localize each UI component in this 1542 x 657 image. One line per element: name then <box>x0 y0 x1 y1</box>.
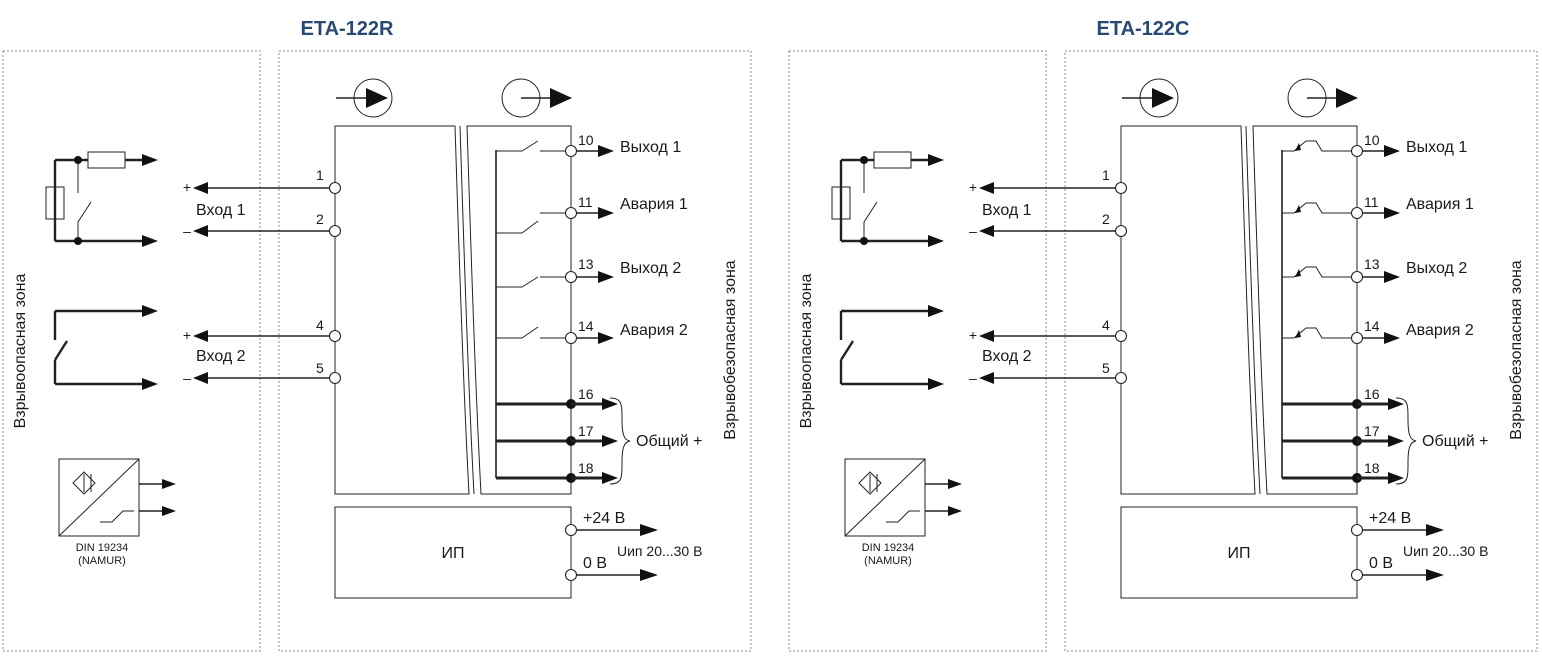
terminals <box>1114 144 1364 582</box>
input-2-minus-sign: – <box>969 370 977 386</box>
hazardous-zone-label: Взрывоопасная зона <box>12 274 29 429</box>
terminals <box>328 144 578 582</box>
terminal-14-label: 14 <box>578 318 594 334</box>
output-2-label: Выход 2 <box>620 260 681 277</box>
common-plus-label: Общий + <box>636 433 702 450</box>
terminal-10-label: 10 <box>578 132 594 148</box>
input-1-minus-sign: – <box>969 223 977 239</box>
input-1-plus-sign: + <box>183 179 191 195</box>
supply-voltage-label: Uип 20...30 В <box>617 543 702 559</box>
sensor-namur-label: (NAMUR) <box>864 555 912 567</box>
safe-zone-label: Взрывобезопасная зона <box>722 260 739 440</box>
input-2-plus-sign: + <box>183 327 191 343</box>
terminal-18-label: 18 <box>1364 460 1380 476</box>
alarm-2-label: Авария 2 <box>1406 322 1474 339</box>
terminal-10-label: 10 <box>1364 132 1380 148</box>
input-2-label: Вход 2 <box>196 348 246 365</box>
input-1-label: Вход 1 <box>196 202 246 219</box>
power-plus-label: +24 В <box>1369 510 1411 527</box>
output-1-label: Выход 1 <box>620 139 681 156</box>
terminal-1-label: 1 <box>1102 167 1110 183</box>
panel-title: ETA-122C <box>1097 18 1190 40</box>
terminal-11-label: 11 <box>578 194 593 210</box>
supply-voltage-label: Uип 20...30 В <box>1403 543 1488 559</box>
input-1-minus-sign: – <box>183 223 191 239</box>
sensor-namur-label: (NAMUR) <box>78 555 126 567</box>
terminal-14-label: 14 <box>1364 318 1380 334</box>
terminal-1-label: 1 <box>316 167 324 183</box>
hazardous-zone-label: Взрывоопасная зона <box>798 274 815 429</box>
input-2-minus-sign: – <box>183 370 191 386</box>
terminal-4-label: 4 <box>1102 317 1110 333</box>
terminal-2-label: 2 <box>316 211 324 227</box>
power-zero-label: 0 В <box>1369 555 1393 572</box>
alarm-1-label: Авария 1 <box>1406 196 1474 213</box>
alarm-1-label: Авария 1 <box>620 196 688 213</box>
terminal-13-label: 13 <box>1364 256 1380 272</box>
terminal-13-label: 13 <box>578 256 594 272</box>
terminal-5-label: 5 <box>1102 360 1110 376</box>
input-1-plus-sign: + <box>969 179 977 195</box>
terminal-2-label: 2 <box>1102 211 1110 227</box>
sensor-standard-label: DIN 19234 <box>862 542 915 554</box>
sensor-standard-label: DIN 19234 <box>76 542 129 554</box>
power-plus-label: +24 В <box>583 510 625 527</box>
panel-eta-122r: ETA-122R Взрывоопасная зона Взрывобезопа… <box>1 18 753 653</box>
common-plus-label: Общий + <box>1422 433 1488 450</box>
terminal-17-label: 17 <box>578 423 594 439</box>
output-2-label: Выход 2 <box>1406 260 1467 277</box>
terminal-5-label: 5 <box>316 360 324 376</box>
input-2-plus-sign: + <box>969 327 977 343</box>
safe-zone-label: Взрывобезопасная зона <box>1508 260 1525 440</box>
output-1-label: Выход 1 <box>1406 139 1467 156</box>
terminal-16-label: 16 <box>1364 386 1380 402</box>
power-supply-label: ИП <box>1228 545 1251 562</box>
power-zero-label: 0 В <box>583 555 607 572</box>
terminal-17-label: 17 <box>1364 423 1380 439</box>
power-supply-label: ИП <box>442 545 465 562</box>
input-1-label: Вход 1 <box>982 202 1032 219</box>
terminal-11-label: 11 <box>1364 194 1379 210</box>
panel-eta-122c: ETA-122C Взрывоопасная зона Взрывобезопа… <box>787 18 1539 653</box>
panel-title: ETA-122R <box>301 18 395 40</box>
terminal-18-label: 18 <box>578 460 594 476</box>
terminal-16-label: 16 <box>578 386 594 402</box>
input-2-label: Вход 2 <box>982 348 1032 365</box>
terminal-4-label: 4 <box>316 317 324 333</box>
alarm-2-label: Авария 2 <box>620 322 688 339</box>
